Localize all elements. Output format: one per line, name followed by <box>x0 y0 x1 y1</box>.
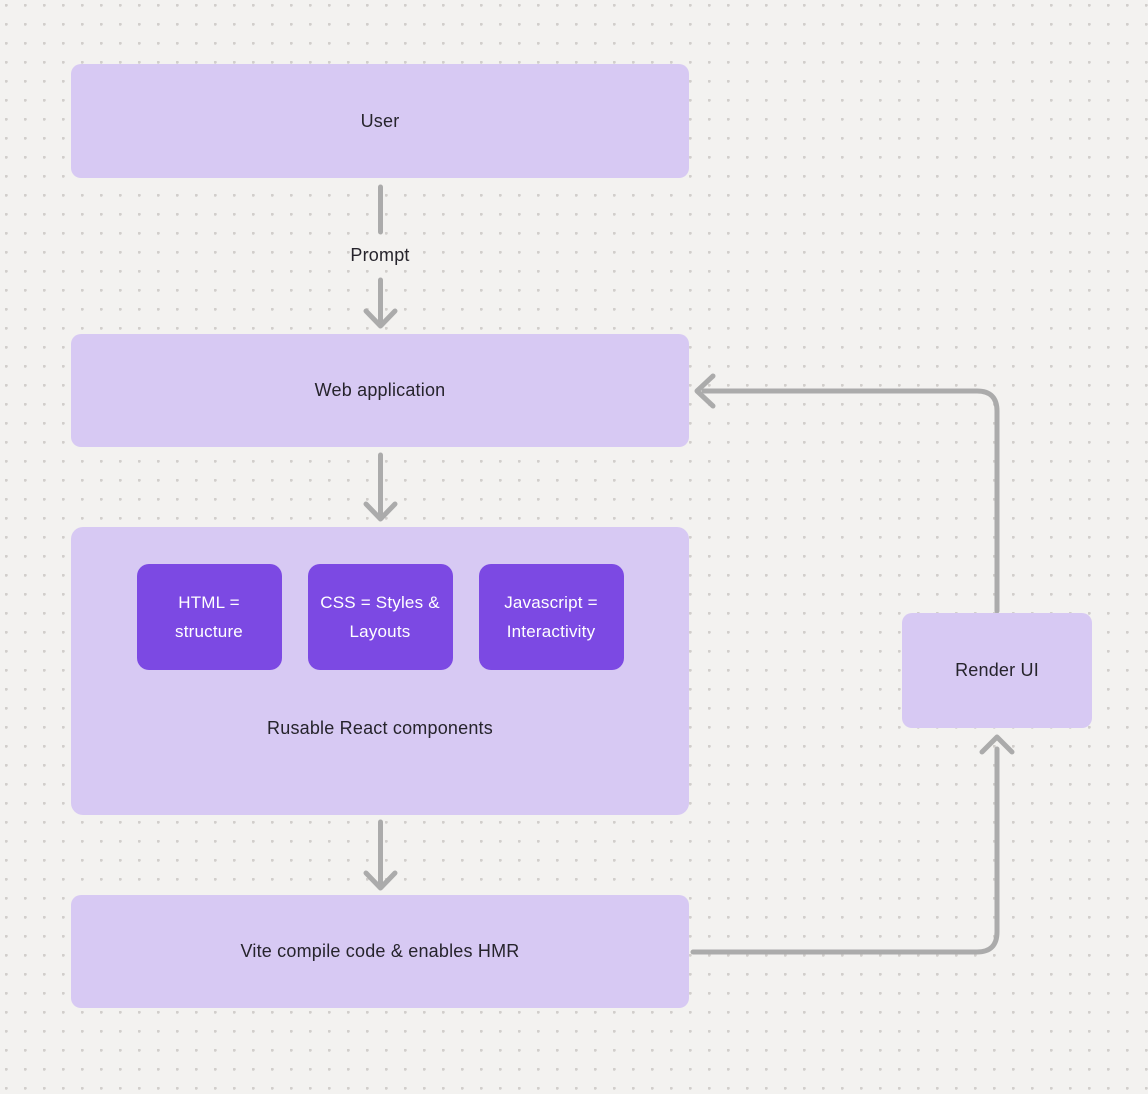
arrowhead-up-icon <box>979 734 1015 755</box>
node-render-ui: Render UI <box>902 613 1092 728</box>
arrowhead-down-icon <box>363 870 398 891</box>
connector-renderui-to-webapp <box>701 388 1000 614</box>
connector-vite-to-renderui <box>690 746 1000 955</box>
chip-javascript: Javascript = Interactivity <box>478 564 624 670</box>
node-user-label: User <box>360 110 400 131</box>
node-render-ui-label: Render UI <box>955 660 1039 680</box>
node-components-group: HTML = structure CSS = Styles & Layouts … <box>71 527 689 815</box>
arrowhead-left-icon <box>694 373 716 409</box>
components-chip-row: HTML = structure CSS = Styles & Layouts … <box>71 564 689 670</box>
arrowhead-down-icon <box>363 501 398 522</box>
node-vite: Vite compile code & enables HMR <box>71 895 689 1008</box>
chip-javascript-label: Javascript = Interactivity <box>504 593 598 641</box>
edge-label-prompt: Prompt <box>350 245 410 265</box>
arrowhead-down-icon <box>363 308 398 329</box>
chip-css: CSS = Styles & Layouts <box>307 564 453 670</box>
chip-html-label: HTML = structure <box>175 593 243 641</box>
node-vite-label: Vite compile code & enables HMR <box>240 941 520 961</box>
node-user: User <box>71 64 689 178</box>
node-web-application-label: Web application <box>314 380 446 400</box>
chip-css-label: CSS = Styles & Layouts <box>320 593 440 641</box>
node-web-application: Web application <box>71 334 689 447</box>
components-group-caption: Rusable React components <box>267 718 493 738</box>
chip-html: HTML = structure <box>136 564 282 670</box>
